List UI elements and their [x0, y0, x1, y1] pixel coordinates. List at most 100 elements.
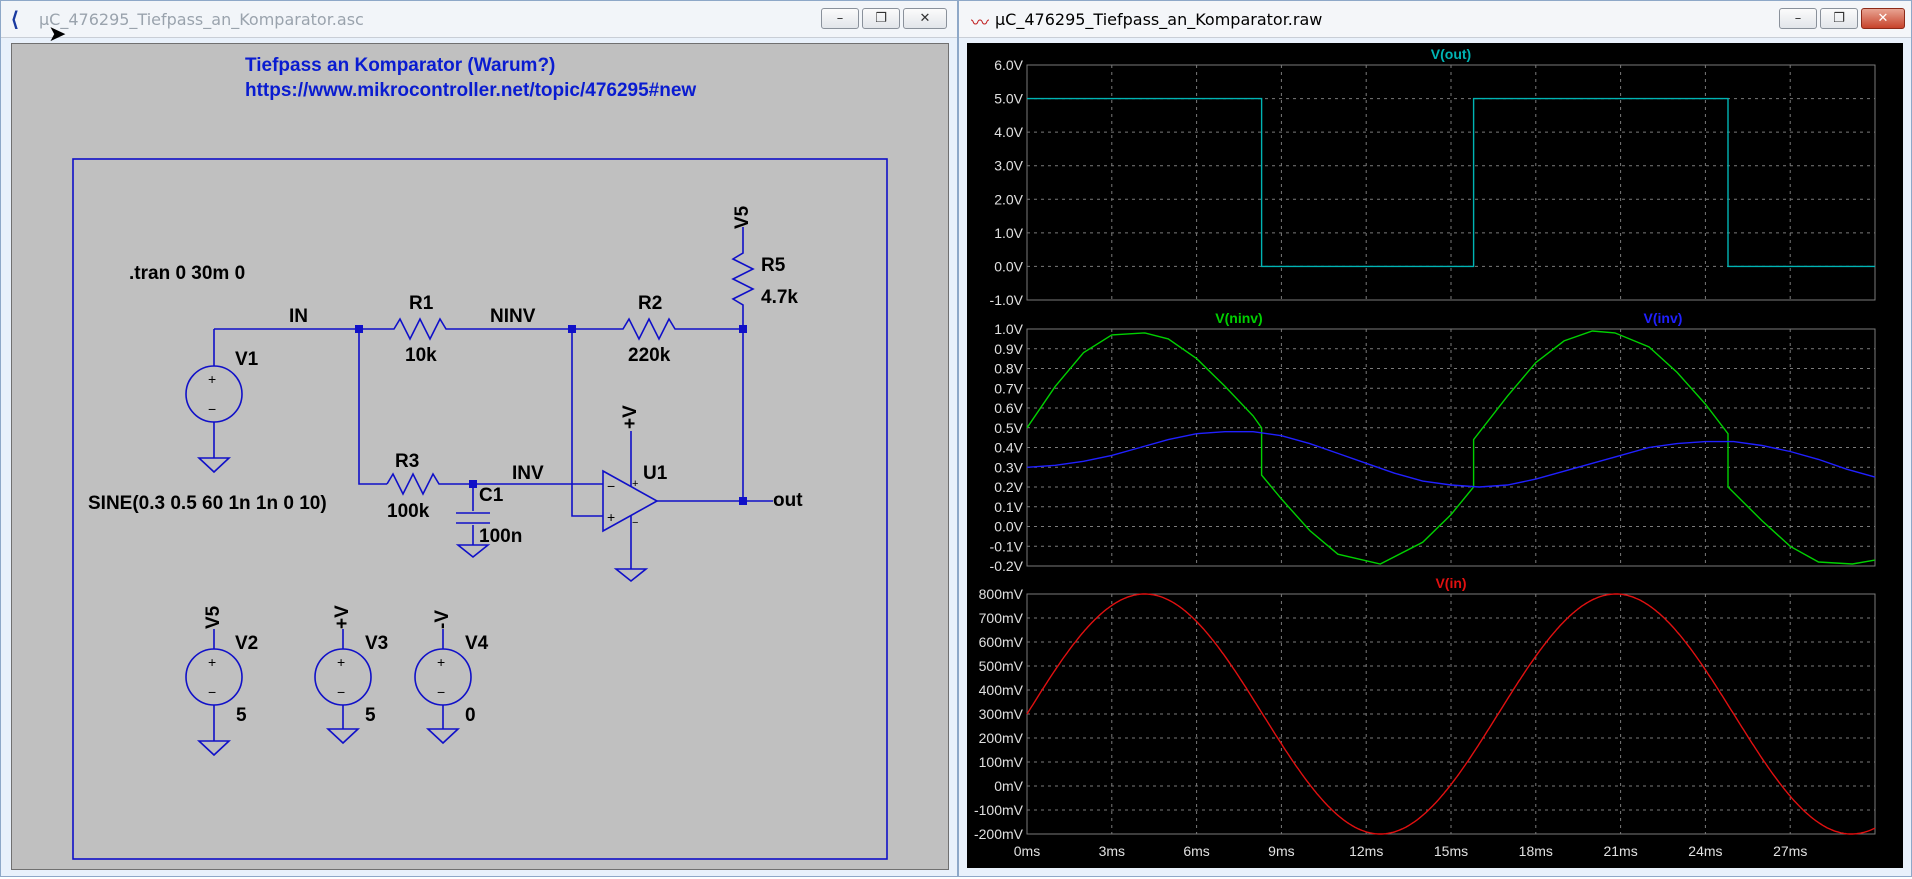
close-button[interactable]: ✕	[903, 8, 947, 29]
y-tick-label: 0.1V	[994, 499, 1023, 515]
junction-r5	[739, 325, 747, 333]
r5-name[interactable]: R5	[761, 255, 786, 276]
u1-supply-plus: +	[632, 478, 638, 490]
net-label-in[interactable]: IN	[289, 306, 308, 327]
v1-plus: +	[208, 371, 216, 387]
v4-name[interactable]: V4	[465, 633, 489, 654]
r1-name[interactable]: R1	[409, 293, 434, 314]
y-tick-label: 0.0V	[994, 258, 1023, 274]
trace-vinv	[1026, 431, 1876, 488]
y-tick-label: -1.0V	[990, 292, 1024, 308]
u1-name[interactable]: U1	[643, 463, 668, 484]
x-tick-label: 0ms	[1014, 843, 1040, 859]
v3-plus: +	[337, 654, 345, 670]
junction-out	[739, 497, 747, 505]
x-tick-label: 12ms	[1349, 843, 1383, 859]
y-tick-label: -200mV	[974, 826, 1024, 842]
v2-plus: +	[208, 654, 216, 670]
mouse-cursor-icon: ➤	[48, 21, 67, 46]
trace-vout	[1027, 97, 1875, 268]
net-label-ninv[interactable]: NINV	[490, 306, 536, 327]
u1-symbol	[602, 469, 659, 533]
schematic-heading-url: https://www.mikrocontroller.net/topic/47…	[245, 80, 697, 101]
c1-name[interactable]: C1	[479, 485, 504, 506]
x-tick-label: 21ms	[1603, 843, 1637, 859]
waveform-title: µC_476295_Tiefpass_an_Komparator.raw	[995, 10, 1323, 29]
y-tick-label: 0.9V	[994, 341, 1023, 357]
y-tick-label: -100mV	[974, 802, 1024, 818]
trace-title: V(out)	[1431, 46, 1471, 62]
r5-value[interactable]: 4.7k	[761, 287, 798, 308]
y-tick-label: 0.8V	[994, 361, 1023, 377]
r3-value[interactable]: 100k	[387, 501, 430, 522]
r3-symbol	[386, 472, 603, 496]
x-tick-label: 6ms	[1183, 843, 1209, 859]
restore-button[interactable]: ❐	[1820, 8, 1858, 29]
junction-inv	[469, 480, 477, 488]
y-tick-label: 0mV	[994, 778, 1023, 794]
ltspice-schematic-icon: ⟨	[11, 9, 19, 31]
v2-value[interactable]: 5	[236, 705, 247, 726]
v2-name[interactable]: V2	[235, 633, 259, 654]
y-tick-label: 0.0V	[994, 519, 1023, 535]
c1-symbol	[455, 484, 491, 559]
x-tick-label: 18ms	[1519, 843, 1553, 859]
y-tick-label: 1.0V	[994, 225, 1023, 241]
schematic-drawing: + − + − + − + − − + + −	[72, 158, 888, 860]
v4-value[interactable]: 0	[465, 705, 476, 726]
flag-v5-v2[interactable]: V5	[203, 605, 224, 629]
v3-name[interactable]: V3	[365, 633, 389, 654]
y-tick-label: 0.6V	[994, 400, 1023, 416]
schematic-frame	[72, 158, 888, 860]
y-tick-label: 800mV	[979, 586, 1024, 602]
v4-plus: +	[437, 654, 445, 670]
junction-in	[355, 325, 363, 333]
v2-minus: −	[208, 684, 216, 700]
schematic-canvas[interactable]	[11, 43, 949, 870]
r2-name[interactable]: R2	[638, 293, 663, 314]
r1-symbol	[359, 317, 572, 341]
flag-minusv-v4[interactable]: -V	[432, 610, 453, 629]
y-tick-label: 3.0V	[994, 158, 1023, 174]
waveform-window[interactable]: 〰 µC_476295_Tiefpass_an_Komparator.raw –…	[958, 0, 1912, 877]
v3-value[interactable]: 5	[365, 705, 376, 726]
u1-supply-minus: −	[632, 517, 638, 529]
x-tick-label: 15ms	[1434, 843, 1468, 859]
net-label-inv[interactable]: INV	[512, 463, 544, 484]
y-tick-label: 500mV	[979, 658, 1024, 674]
trace-vin	[1026, 593, 1876, 835]
v1-minus: −	[208, 401, 216, 417]
flag-plusv-v3[interactable]: +V	[332, 605, 353, 629]
schematic-title: µC_476295_Tiefpass_an_Komparator.asc	[39, 10, 364, 29]
minimize-button[interactable]: –	[821, 8, 859, 29]
y-tick-label: 6.0V	[994, 57, 1023, 73]
r1-value[interactable]: 10k	[405, 345, 437, 366]
tran-directive[interactable]: .tran 0 30m 0	[129, 263, 246, 284]
waveform-titlebar[interactable]: 〰 µC_476295_Tiefpass_an_Komparator.raw –…	[959, 1, 1911, 38]
r2-value[interactable]: 220k	[628, 345, 671, 366]
v1-value[interactable]: SINE(0.3 0.5 60 1n 1n 0 10)	[88, 493, 327, 514]
c1-value[interactable]: 100n	[479, 526, 523, 547]
y-tick-label: 0.7V	[994, 380, 1023, 396]
y-tick-label: 2.0V	[994, 191, 1023, 207]
waveform-plots[interactable]: 6.0V5.0V4.0V3.0V2.0V1.0V0.0V-1.0VV(out)1…	[967, 43, 1903, 868]
schematic-titlebar[interactable]: ⟨ µC_476295_Tiefpass_an_Komparator.asc –…	[1, 1, 957, 38]
restore-button[interactable]: ❐	[862, 8, 900, 29]
flag-v5-r5[interactable]: V5	[732, 205, 753, 229]
y-tick-label: 0.2V	[994, 479, 1023, 495]
trace-label: V(ninv)	[1215, 310, 1262, 326]
v1-name[interactable]: V1	[235, 349, 259, 370]
close-button[interactable]: ✕	[1861, 8, 1905, 29]
y-tick-label: 200mV	[979, 730, 1024, 746]
net-label-out[interactable]: out	[773, 490, 803, 511]
y-tick-label: 4.0V	[994, 124, 1023, 140]
minimize-button[interactable]: –	[1779, 8, 1817, 29]
v1-wires	[196, 329, 232, 474]
flag-plusv-u1[interactable]: +V	[620, 405, 641, 429]
trace-vninv	[1026, 330, 1876, 565]
schematic-window[interactable]: ⟨ µC_476295_Tiefpass_an_Komparator.asc –…	[0, 0, 958, 877]
v3-minus: −	[337, 684, 345, 700]
r3-name[interactable]: R3	[395, 451, 420, 472]
r5-symbol	[731, 227, 755, 329]
